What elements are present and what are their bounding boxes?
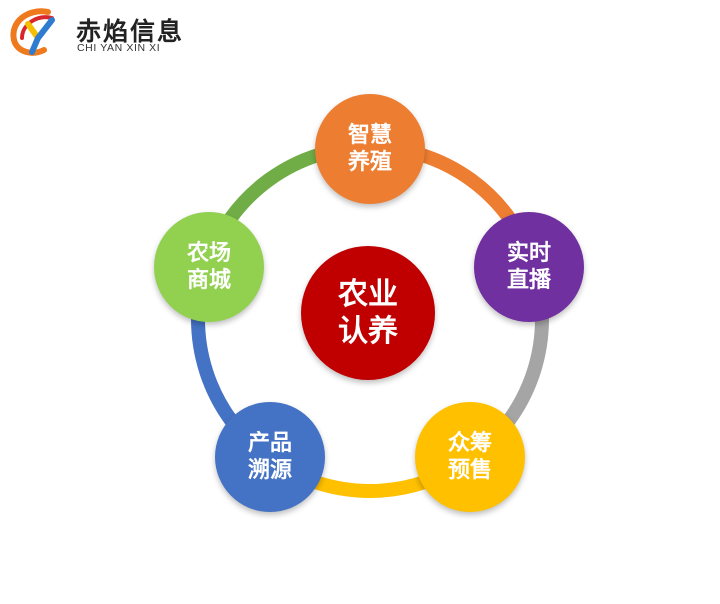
node-label-line2: 预售 (447, 458, 492, 483)
node-label-line1: 众筹 (447, 430, 492, 456)
node-farm-mall: 农场 商城 (154, 212, 264, 322)
logo: 赤焰信息 CHI YAN XIN XI (8, 6, 208, 58)
logo-mark-icon (10, 8, 55, 56)
node-label-line1: 实时 (506, 240, 551, 266)
node-label-line1: 农场 (186, 240, 231, 266)
node-live-stream: 实时 直播 (474, 212, 584, 322)
node-label-line2: 商城 (186, 268, 231, 293)
node-label-line1: 产品 (247, 430, 292, 456)
node-label-line2: 溯源 (247, 458, 292, 483)
node-label-line2: 直播 (506, 268, 551, 293)
logo-name-cn: 赤焰信息 (76, 17, 185, 46)
logo-name-en: CHI YAN XIN XI (77, 42, 161, 54)
node-smart-breeding: 智慧 养殖 (315, 94, 425, 204)
node-product-traceability: 产品 溯源 (215, 402, 325, 512)
node-crowdfunding-presale: 众筹 预售 (415, 402, 525, 512)
center-label-line2: 认养 (338, 314, 398, 349)
node-label-line2: 养殖 (347, 150, 392, 175)
node-label-line1: 智慧 (347, 122, 392, 148)
center-node-agri-adoption: 农业 认养 (301, 246, 435, 380)
center-label-line1: 农业 (338, 276, 398, 312)
